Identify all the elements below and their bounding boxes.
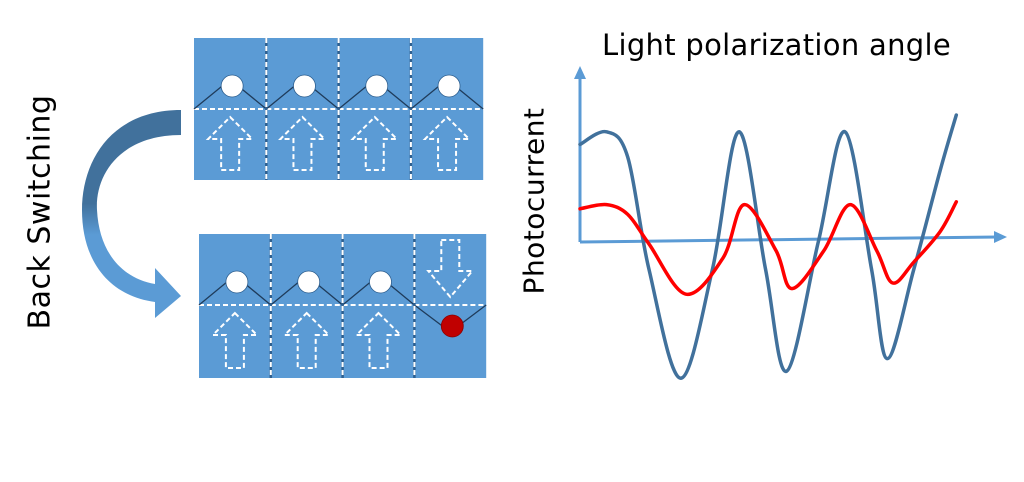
polarization-up-arrow-icon — [278, 115, 327, 171]
polarization-up-arrow-icon — [350, 115, 400, 171]
x-axis — [579, 235, 999, 244]
domain-cell — [409, 38, 484, 180]
bottom-domain-array — [198, 234, 487, 378]
x-axis-arrowhead — [994, 231, 1007, 243]
filled-carrier-icon — [440, 314, 464, 338]
domain-cell — [198, 270, 272, 369]
domain-cell — [413, 234, 487, 378]
empty-carrier-icon — [437, 74, 461, 98]
empty-carrier-icon — [297, 270, 321, 294]
empty-carrier-icon — [365, 74, 389, 98]
domain-cell — [337, 38, 412, 180]
polarization-up-arrow-icon — [422, 115, 472, 171]
series-red-curve — [578, 200, 959, 296]
polarization-down-arrow-icon — [426, 239, 475, 299]
y-axis-label: Photocurrent — [517, 107, 551, 295]
series-blue-curve — [578, 113, 959, 380]
polarization-up-arrow-icon — [205, 115, 255, 171]
domain-cell — [269, 234, 344, 378]
y-axis-arrowhead — [574, 66, 586, 79]
polarization-up-arrow-icon — [354, 311, 403, 369]
top-domain-array — [193, 38, 484, 180]
polarization-up-arrow-icon — [282, 311, 332, 369]
domain-cell — [193, 74, 267, 171]
empty-carrier-icon — [369, 270, 392, 294]
empty-carrier-icon — [293, 74, 316, 98]
photocurrent-chart — [574, 66, 1007, 380]
polarization-up-arrow-icon — [210, 311, 260, 369]
empty-carrier-icon — [225, 270, 249, 294]
domain-cell — [341, 234, 415, 378]
domain-cell — [265, 38, 340, 180]
curved-arrow-icon — [82, 110, 181, 318]
chart-title: Light polarization angle — [602, 28, 951, 62]
back-switching-label: Back Switching — [22, 94, 58, 330]
empty-carrier-icon — [220, 74, 244, 98]
